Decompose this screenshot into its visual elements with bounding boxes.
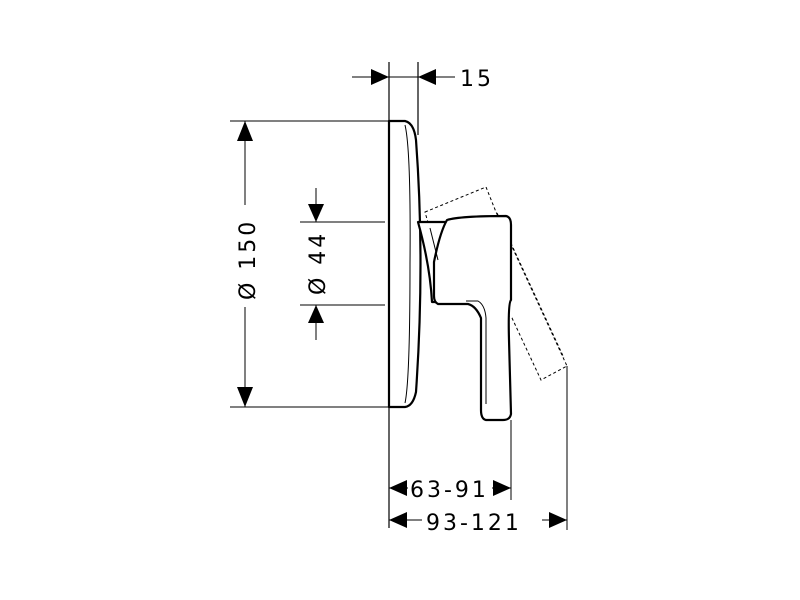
arrow-head	[389, 512, 407, 528]
arrow-head	[549, 512, 567, 528]
dimension-total-projection: 93-121	[389, 366, 568, 536]
dimension-inner-diameter: Ø 44	[300, 188, 385, 340]
rosette-plate-inner-edge	[404, 124, 411, 404]
dimension-total-projection-label: 93-121	[426, 511, 522, 536]
handle-neck-edge	[429, 227, 439, 261]
handle-rotated-inner-edge	[496, 212, 565, 359]
dimension-outer-diameter-label: Ø 150	[236, 219, 261, 300]
handle-lever	[432, 214, 513, 422]
dimension-handle-projection-label: 63-91	[410, 478, 489, 503]
dimension-thickness: 15	[352, 67, 494, 92]
arrow-head	[493, 480, 511, 496]
arrow-head	[389, 480, 407, 496]
arrow-head	[237, 387, 253, 407]
arrow-head	[418, 69, 436, 85]
rosette-plate	[387, 119, 422, 409]
dimension-thickness-label: 15	[460, 67, 494, 92]
dimension-handle-projection: 63-91	[389, 420, 512, 503]
handle-lever-inner-edge	[466, 300, 487, 404]
arrow-head	[308, 204, 324, 222]
arrow-head	[371, 69, 389, 85]
dimension-outer-diameter: Ø 150	[230, 120, 389, 408]
arrow-head	[308, 305, 324, 323]
arrow-head	[237, 121, 253, 141]
dimension-inner-diameter-label: Ø 44	[306, 231, 331, 295]
